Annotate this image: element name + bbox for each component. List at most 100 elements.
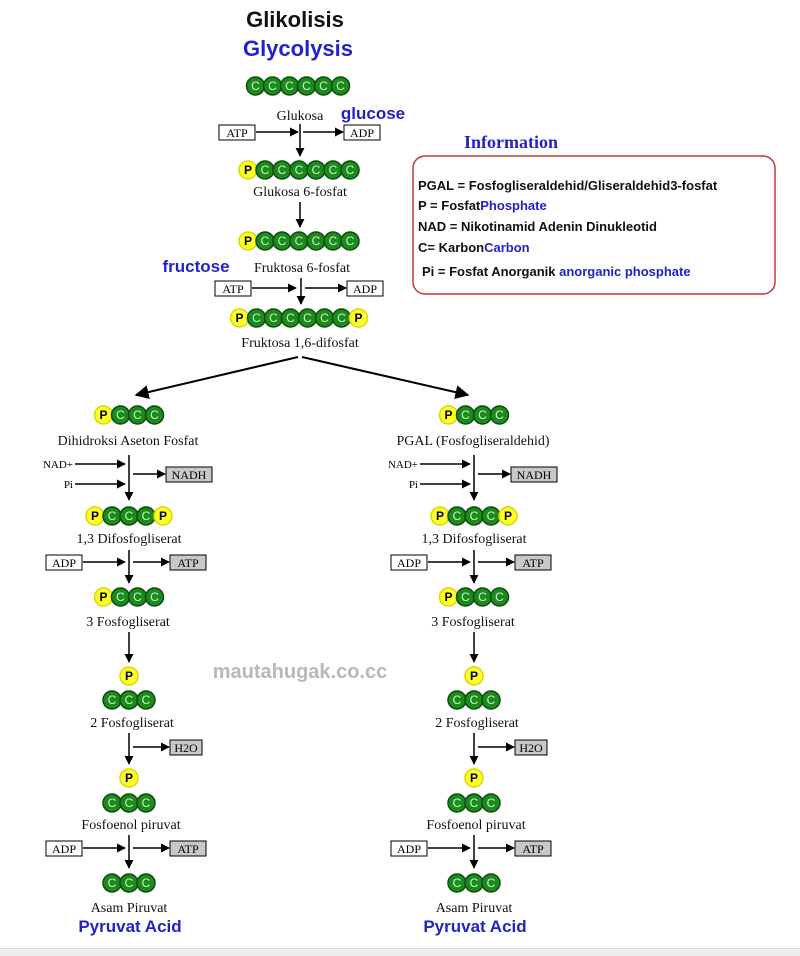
carbon-symbol: C: [278, 234, 287, 248]
split-arrow-right: [301, 356, 470, 400]
carbon-symbol: C: [252, 311, 261, 325]
step3-adp-text: ADP: [353, 282, 377, 296]
carbon-symbol: C: [470, 693, 479, 707]
left-pep-label: Fosfoenol piruvat: [81, 818, 180, 833]
carbon-symbol: C: [329, 234, 338, 248]
carbon-symbol: C: [150, 408, 159, 422]
info-line-3: NAD = Nikotinamid Adenin Dinukleotid: [418, 219, 657, 234]
left-atp2-box: [169, 840, 207, 857]
phosphate-symbol: P: [99, 590, 107, 604]
phosphate-symbol: P: [436, 509, 444, 523]
phosphate-symbol: P: [99, 408, 107, 422]
fructose-english-label: fructose: [162, 257, 229, 276]
carbon-symbol: C: [116, 590, 125, 604]
carbon-symbol: C: [461, 590, 470, 604]
carbon-symbol: C: [461, 408, 470, 422]
right-end-label: Asam Piruvat: [436, 901, 513, 916]
phosphate-symbol: P: [125, 771, 133, 785]
step3-atp-text: ATP: [222, 282, 244, 296]
step3-atp-box: [214, 280, 252, 297]
right-nadh-text: NADH: [517, 468, 552, 482]
right-pi-label: Pi: [409, 479, 418, 491]
left-h2o-text: H2O: [174, 741, 198, 755]
carbon-symbol: C: [150, 590, 159, 604]
phosphate-symbol: P: [444, 590, 452, 604]
carbon-atom: [144, 587, 165, 607]
info-line-4: C= KarbonCarbon: [418, 240, 530, 255]
carbon-symbol: C: [125, 876, 134, 890]
carbon-symbol: C: [125, 796, 134, 810]
split-arrow-left: [134, 356, 299, 399]
phosphate-atom: [498, 506, 518, 526]
left-adp1-box: [45, 554, 83, 571]
carbon-symbol: C: [478, 408, 487, 422]
left-adp2-box: [45, 840, 83, 857]
info-line-3-term: NAD = Nikotinamid Adenin Dinukleotid: [418, 219, 657, 234]
carbon-symbol: C: [312, 234, 321, 248]
info-heading: Information: [464, 132, 558, 152]
right-bpg-label: 1,3 Difosfogliserat: [422, 532, 527, 547]
left-nadh-box: [165, 466, 213, 483]
carbon-symbol: C: [142, 876, 151, 890]
carbon-symbol: C: [268, 79, 277, 93]
left-nad-label: NAD+: [43, 459, 73, 471]
carbon-symbol: C: [470, 876, 479, 890]
phosphate-symbol: P: [244, 163, 252, 177]
carbon-atom: [136, 793, 156, 813]
right-atp1-text: ATP: [522, 556, 544, 570]
carbon-atom: [481, 873, 501, 893]
left-adp1-text: ADP: [52, 556, 76, 570]
right-adp2-text: ADP: [397, 842, 421, 856]
left-start-label: Dihidroksi Aseton Fosfat: [58, 434, 199, 449]
step1-adp-text: ADP: [350, 126, 374, 140]
right-nadh-box: [510, 466, 558, 483]
left-atp2-text: ATP: [177, 842, 199, 856]
watermark-text: mautahugak.co.cc: [213, 661, 388, 683]
g6p-label: Glukosa 6-fosfat: [253, 185, 347, 200]
right-pg2-label: 2 Fosfogliserat: [435, 716, 519, 731]
carbon-symbol: C: [303, 311, 312, 325]
right-h2o-text: H2O: [519, 741, 543, 755]
right-atp2-text: ATP: [522, 842, 544, 856]
phosphate-symbol: P: [470, 669, 478, 683]
info-line-5: Pi = Fosfat Anorganik anorganic phosphat…: [422, 264, 691, 279]
carbon-symbol: C: [312, 163, 321, 177]
carbon-symbol: C: [346, 234, 355, 248]
carbon-symbol: C: [337, 311, 346, 325]
carbon-symbol: C: [329, 163, 338, 177]
phosphate-atom: [464, 768, 484, 788]
carbon-atom: [330, 76, 351, 96]
carbon-atom: [136, 873, 156, 893]
info-line-1: PGAL = Fosfogliseraldehid/Gliseraldehid3…: [418, 178, 718, 193]
carbon-symbol: C: [487, 876, 496, 890]
f16bp-label: Fruktosa 1,6-difosfat: [241, 336, 359, 351]
phosphate-symbol: P: [504, 509, 512, 523]
left-pg3-label: 3 Fosfogliserat: [86, 615, 170, 630]
right-atp2-box: [514, 840, 552, 857]
carbon-atom: [489, 405, 510, 425]
phosphate-symbol: P: [244, 234, 252, 248]
carbon-symbol: C: [133, 408, 142, 422]
carbon-symbol: C: [453, 693, 462, 707]
left-bpg-label: 1,3 Difosfogliserat: [77, 532, 182, 547]
carbon-symbol: C: [108, 796, 117, 810]
carbon-symbol: C: [261, 163, 270, 177]
carbon-atom: [481, 690, 501, 710]
step1-atp-text: ATP: [226, 126, 248, 140]
left-end-label: Asam Piruvat: [91, 901, 168, 916]
carbon-atom: [340, 160, 360, 180]
carbon-symbol: C: [470, 509, 479, 523]
info-line-2-english: Phosphate: [480, 198, 546, 213]
carbon-symbol: C: [261, 234, 270, 248]
